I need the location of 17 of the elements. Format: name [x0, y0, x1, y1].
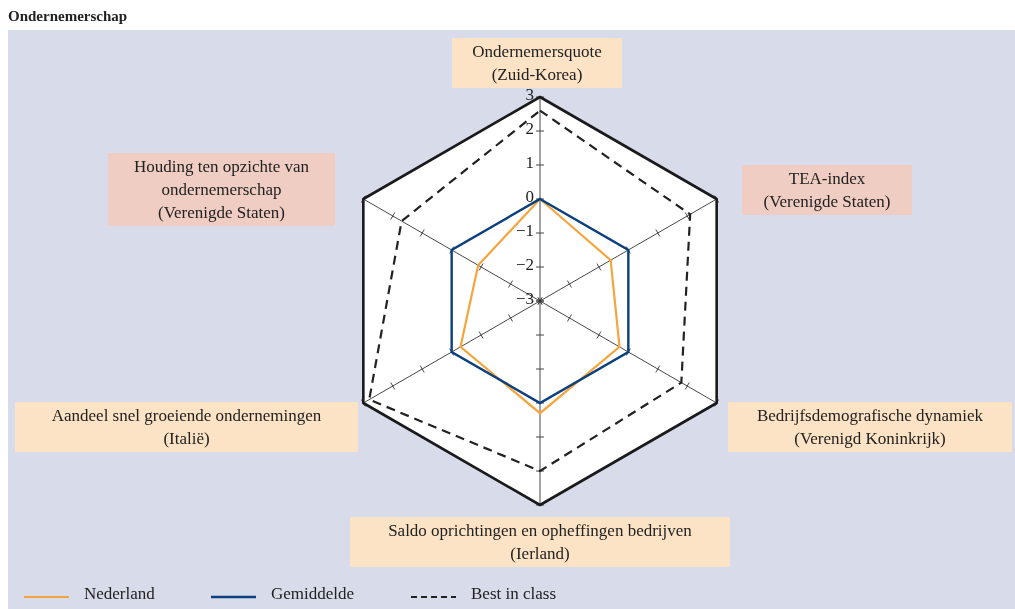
axis-label-box: Houding ten opzichte van ondernemerschap (Verenigde Staten): [108, 153, 335, 226]
tick-label: 3: [524, 85, 534, 105]
chart-title: Ondernemerschap: [8, 8, 128, 25]
tick-label: 2: [524, 119, 534, 139]
tick-label: 0: [524, 187, 534, 207]
legend-label: Gemiddelde: [271, 584, 355, 604]
legend-label: Nederland: [84, 584, 155, 604]
tick-label: −2: [514, 255, 534, 275]
axis-label-box: TEA-index (Verenigde Staten): [742, 165, 912, 215]
tick-label: −3: [514, 289, 534, 309]
legend-label: Best in class: [471, 584, 556, 604]
axis-label-box: Bedrijfsdemografische dynamiek (Verenigd Koninkrijk): [728, 402, 1012, 452]
axis-label-box: Saldo oprichtingen en opheffingen bedrijven (Ierland): [350, 517, 730, 567]
axis-label-box: Aandeel snel groeiende ondernemingen (Italië): [15, 402, 358, 452]
tick-label: −1: [514, 221, 534, 241]
axis-label-box: Ondernemersquote (Zuid-Korea): [452, 38, 622, 88]
tick-label: 1: [524, 153, 534, 173]
